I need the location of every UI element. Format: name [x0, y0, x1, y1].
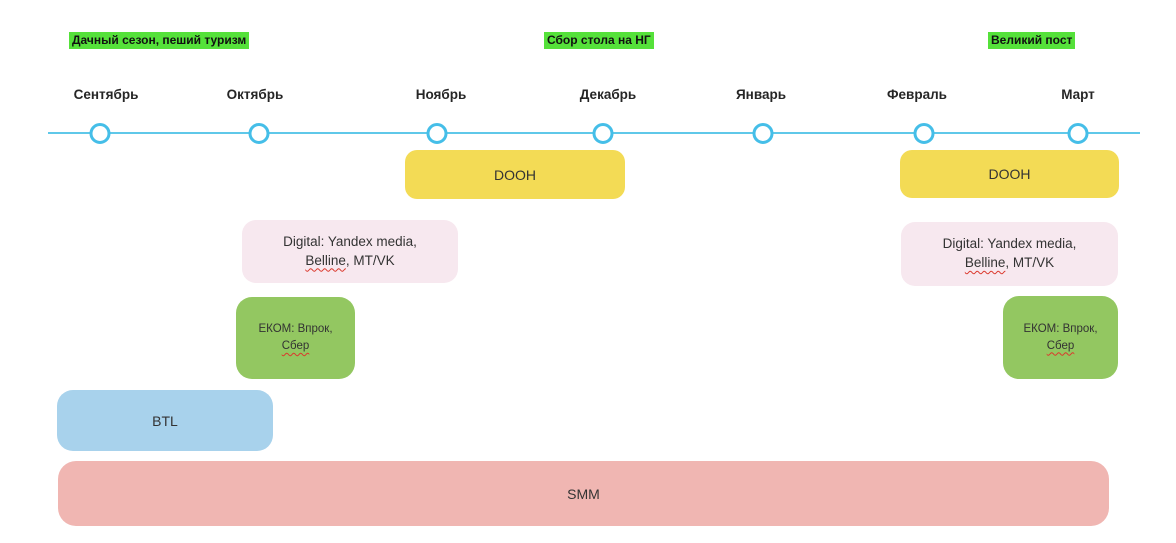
timeline-node-february — [913, 123, 935, 144]
ekom-label-line1: ЕКОМ: Впрок, — [1023, 322, 1098, 335]
season-label-lent: Великий пост — [988, 32, 1076, 49]
timeline-node-december — [592, 123, 614, 144]
month-label-february: Февраль — [887, 87, 947, 102]
ekom-label-sber-misspelled: Сбер — [281, 340, 310, 352]
month-label-november: Ноябрь — [415, 87, 467, 102]
bar-ekom-label: ЕКОМ: Впрок, Сбер — [1003, 321, 1118, 354]
ekom-label-sber-misspelled: Сбер — [1046, 339, 1075, 352]
digital-label-line1: Digital: Yandex media, — [283, 233, 417, 249]
timeline-node-march — [1067, 123, 1089, 144]
timeline-node-september — [89, 123, 111, 144]
bar-dooh-label: DOOH — [988, 166, 1031, 182]
bar-btl-sep-oct: BTL — [57, 390, 273, 451]
bar-digital-label: Digital: Yandex media, Belline, MT/VK — [242, 233, 458, 271]
season-label-new-year: Сбор стола на НГ — [544, 32, 654, 49]
timeline-node-november — [426, 123, 448, 144]
bar-smm-label: SMM — [567, 485, 600, 502]
bar-smm-sep-mar: SMM — [58, 461, 1109, 526]
digital-label-line2-rest: , MT/VK — [1005, 255, 1055, 270]
season-label-dacha: Дачный сезон, пеший туризм — [69, 32, 250, 49]
bar-ekom-oct: ЕКОМ: Впрок, Сбер — [236, 297, 355, 379]
month-label-january: Январь — [735, 87, 787, 102]
timeline-node-january — [752, 123, 774, 144]
bar-btl-label: BTL — [152, 412, 178, 429]
bar-digital-feb-mar: Digital: Yandex media, Belline, MT/VK — [901, 222, 1118, 286]
bar-ekom-feb-mar: ЕКОМ: Впрок, Сбер — [1003, 296, 1118, 379]
bar-digital-label: Digital: Yandex media, Belline, MT/VK — [901, 235, 1118, 273]
digital-label-line2-rest: , MT/VK — [345, 252, 395, 268]
bar-ekom-label: ЕКОМ: Впрок, Сбер — [236, 321, 355, 354]
bar-dooh-label: DOOH — [494, 166, 536, 183]
digital-label-line1: Digital: Yandex media, — [942, 236, 1077, 252]
digital-label-belline-misspelled: Belline — [305, 252, 346, 268]
bar-dooh-nov-dec: DOOH — [405, 150, 625, 199]
bar-dooh-feb-mar: DOOH — [900, 150, 1119, 198]
ekom-label-line1: ЕКОМ: Впрок, — [258, 323, 333, 336]
digital-label-belline-misspelled: Belline — [964, 255, 1006, 270]
month-label-september: Сентябрь — [73, 87, 139, 102]
month-label-october: Октябрь — [226, 87, 284, 102]
bar-digital-oct-nov: Digital: Yandex media, Belline, MT/VK — [242, 220, 458, 283]
month-label-march: Март — [1061, 87, 1095, 102]
timeline-node-october — [248, 123, 270, 144]
month-label-december: Декабрь — [579, 87, 637, 102]
